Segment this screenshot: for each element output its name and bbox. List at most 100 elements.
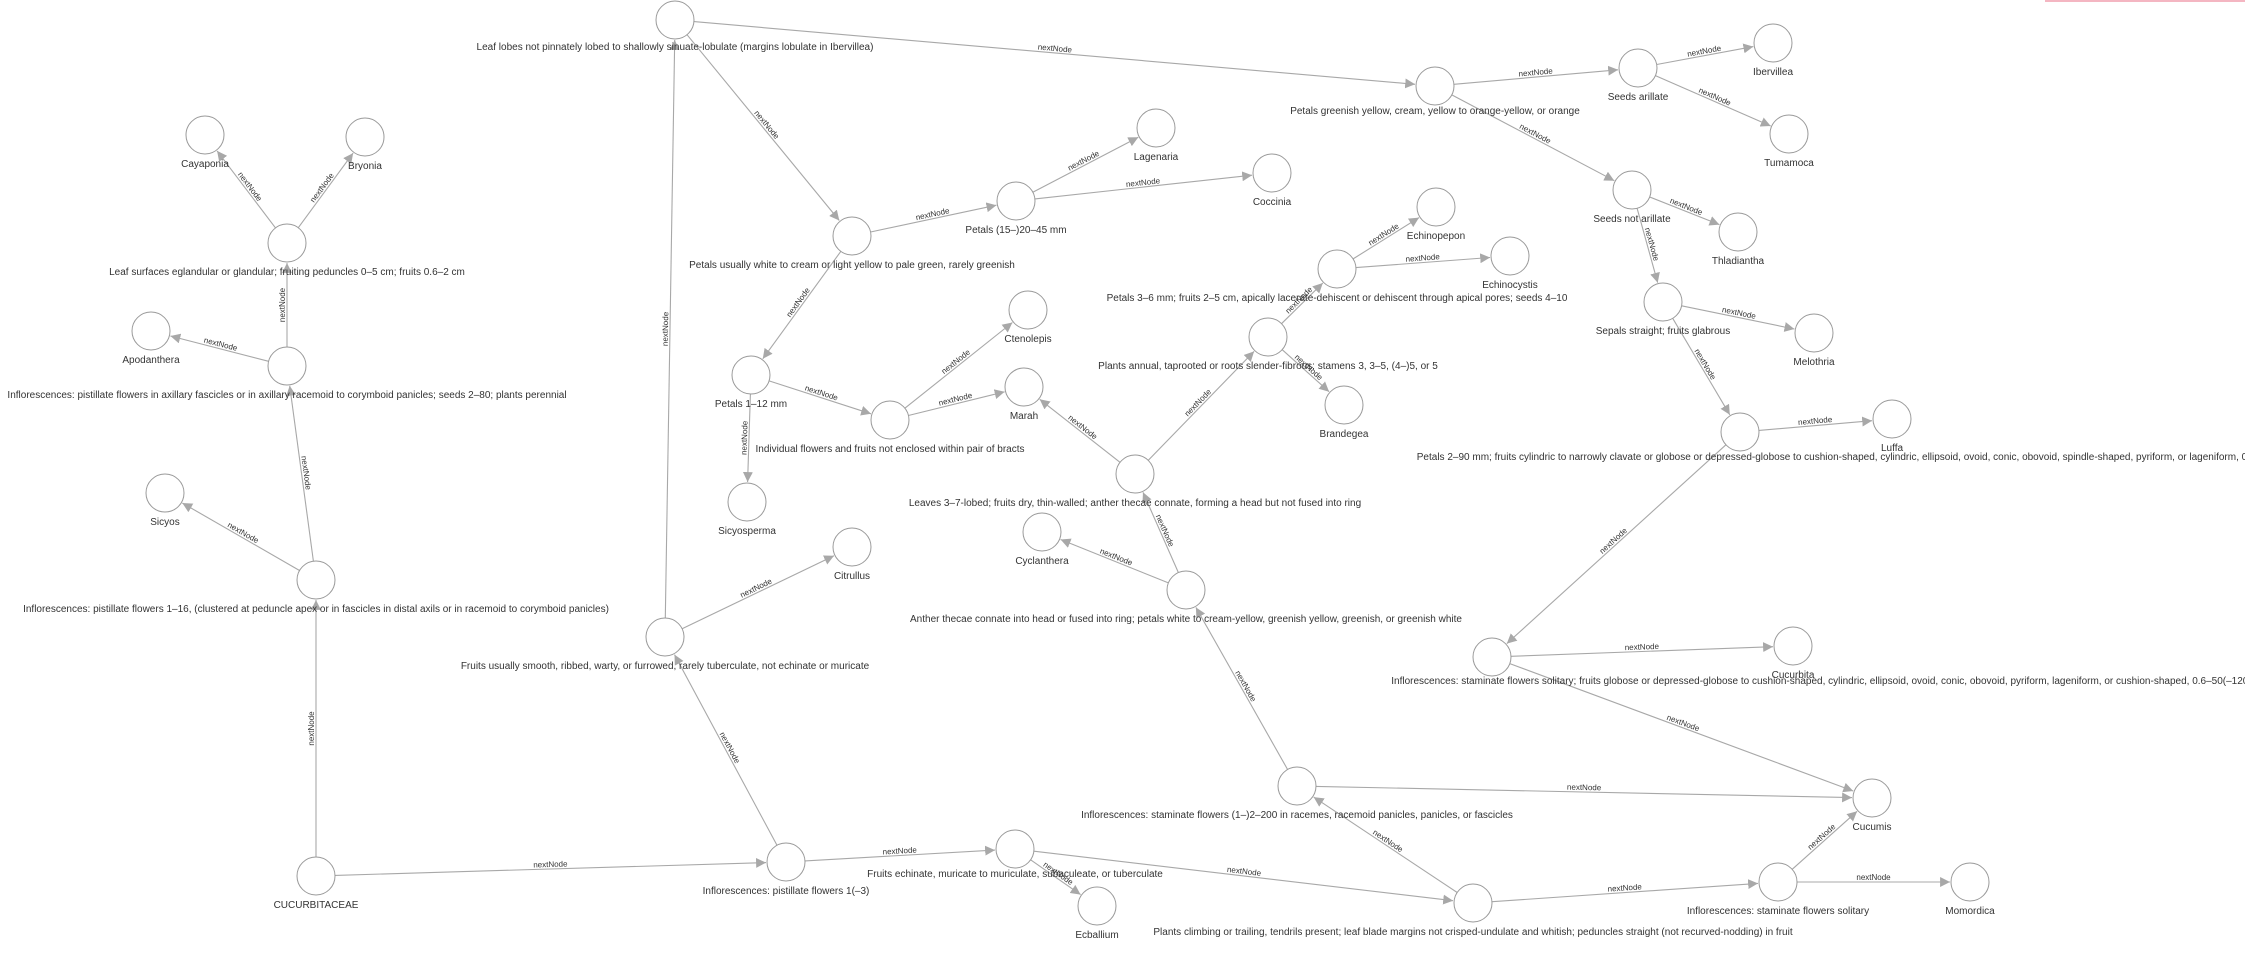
node-circle[interactable] (1773, 626, 1813, 666)
node-pistillate_1_3[interactable]: Inflorescences: pistillate flowers 1(–3) (703, 842, 870, 897)
node-circle[interactable] (832, 527, 872, 567)
node-petals_white[interactable]: Petals usually white to cream or light y… (689, 216, 1015, 271)
node-lagenaria[interactable]: Lagenaria (1134, 108, 1179, 163)
node-circle[interactable] (1769, 114, 1809, 154)
node-luffa[interactable]: Luffa (1872, 399, 1912, 454)
node-circle[interactable] (996, 181, 1036, 221)
edge-label: nextNode (1037, 43, 1072, 55)
node-circle[interactable] (1136, 108, 1176, 148)
node-circle[interactable] (1718, 212, 1758, 252)
node-circle[interactable] (1004, 367, 1044, 407)
node-circle[interactable] (1248, 317, 1288, 357)
node-circle[interactable] (731, 355, 771, 395)
node-thladiantha[interactable]: Thladiantha (1712, 212, 1765, 267)
node-cucurbitaceae[interactable]: CUCURBITACEAE (274, 856, 359, 911)
node-anther_thecae_ring[interactable]: Anther thecae connate into head or fused… (910, 570, 1462, 625)
node-circle[interactable] (1950, 862, 1990, 902)
node-fruits_smooth[interactable]: Fruits usually smooth, ribbed, warty, or… (461, 617, 870, 672)
node-circle[interactable] (832, 216, 872, 256)
node-petals_greenish_yellow[interactable]: Petals greenish yellow, cream, yellow to… (1290, 66, 1580, 117)
edge-pistillate_1_16-to-sicyos (182, 502, 300, 571)
node-circle[interactable] (1852, 778, 1892, 818)
node-circle[interactable] (645, 617, 685, 657)
node-cucurbita[interactable]: Cucurbita (1772, 626, 1815, 681)
node-circle[interactable] (185, 115, 225, 155)
node-apodanthera[interactable]: Apodanthera (122, 311, 180, 366)
node-fruits_echinate[interactable]: Fruits echinate, muricate to muriculate,… (867, 829, 1163, 880)
node-circle[interactable] (1453, 883, 1493, 923)
node-leaf_eglandular[interactable]: Leaf surfaces eglandular or glandular; f… (109, 223, 465, 278)
node-cayaponia[interactable]: Cayaponia (181, 115, 229, 170)
node-circle[interactable] (345, 117, 385, 157)
node-circle[interactable] (1317, 249, 1357, 289)
node-circle[interactable] (131, 311, 171, 351)
node-staminate_solitary_long[interactable]: Inflorescences: staminate flowers solita… (1391, 637, 2245, 687)
node-ctenolepis[interactable]: Ctenolepis (1004, 290, 1052, 345)
node-circle[interactable] (655, 0, 695, 40)
node-circle[interactable] (1022, 512, 1062, 552)
node-pistillate_axillary[interactable]: Inflorescences: pistillate flowers in ax… (7, 346, 567, 401)
node-circle[interactable] (1643, 282, 1683, 322)
node-plants_annual[interactable]: Plants annual, taprooted or roots slende… (1098, 317, 1438, 372)
node-circle[interactable] (1115, 454, 1155, 494)
node-circle[interactable] (1008, 290, 1048, 330)
node-staminate_solitary[interactable]: Inflorescences: staminate flowers solita… (1687, 862, 1869, 917)
node-circle[interactable] (1872, 399, 1912, 439)
node-circle[interactable] (296, 856, 336, 896)
node-sicyosperma[interactable]: Sicyosperma (718, 482, 776, 537)
node-echballium[interactable]: Ecballium (1075, 886, 1119, 941)
node-cyclanthera[interactable]: Cyclanthera (1015, 512, 1069, 567)
node-circle[interactable] (267, 346, 307, 386)
node-circle[interactable] (995, 829, 1035, 869)
node-circle[interactable] (1618, 48, 1658, 88)
node-echinocystis[interactable]: Echinocystis (1482, 236, 1538, 291)
node-circle[interactable] (1277, 766, 1317, 806)
node-staminate_racemes[interactable]: Inflorescences: staminate flowers (1–)2–… (1081, 766, 1513, 821)
node-circle[interactable] (1416, 187, 1456, 227)
node-circle[interactable] (267, 223, 307, 263)
node-circle[interactable] (296, 560, 336, 600)
node-marah[interactable]: Marah (1004, 367, 1044, 422)
node-petals_15_45[interactable]: Petals (15–)20–45 mm (965, 181, 1067, 236)
node-pistillate_1_16[interactable]: Inflorescences: pistillate flowers 1–16,… (23, 560, 609, 615)
node-bryonia[interactable]: Bryonia (345, 117, 385, 172)
node-seeds_not_arillate[interactable]: Seeds not arillate (1593, 170, 1671, 225)
node-circle[interactable] (1794, 313, 1834, 353)
node-brandegea[interactable]: Brandegea (1320, 385, 1369, 440)
node-momordica[interactable]: Momordica (1945, 862, 1995, 917)
node-leaf_lobes[interactable]: Leaf lobes not pinnately lobed to shallo… (477, 0, 874, 53)
node-sepals_straight[interactable]: Sepals straight; fruits glabrous (1596, 282, 1731, 337)
node-circle[interactable] (1252, 153, 1292, 193)
node-circle[interactable] (1324, 385, 1364, 425)
node-petals_3_6[interactable]: Petals 3–6 mm; fruits 2–5 cm, apically l… (1107, 249, 1568, 304)
node-plants_climbing[interactable]: Plants climbing or trailing, tendrils pr… (1153, 883, 1793, 938)
node-coccinia[interactable]: Coccinia (1252, 153, 1292, 208)
node-circle[interactable] (870, 400, 910, 440)
node-cucumis[interactable]: Cucumis (1852, 778, 1892, 833)
node-petals_1_12[interactable]: Petals 1–12 mm (715, 355, 787, 410)
node-circle[interactable] (727, 482, 767, 522)
node-label: Leaves 3–7-lobed; fruits dry, thin-walle… (909, 498, 1361, 509)
node-circle[interactable] (1415, 66, 1455, 106)
node-circle[interactable] (145, 473, 185, 513)
node-tumamoca[interactable]: Tumamoca (1764, 114, 1814, 169)
node-individual_flowers[interactable]: Individual flowers and fruits not enclos… (755, 400, 1025, 455)
node-circle[interactable] (1472, 637, 1512, 677)
node-sicyos[interactable]: Sicyos (145, 473, 185, 528)
node-circle[interactable] (1758, 862, 1798, 902)
node-citrullus[interactable]: Citrullus (832, 527, 872, 582)
node-melothria[interactable]: Melothria (1793, 313, 1835, 368)
node-leaves_3_7[interactable]: Leaves 3–7-lobed; fruits dry, thin-walle… (909, 454, 1361, 509)
node-circle[interactable] (1077, 886, 1117, 926)
node-petals_2_90[interactable]: Petals 2–90 mm; fruits cylindric to narr… (1417, 412, 2245, 463)
node-circle[interactable] (1720, 412, 1760, 452)
node-ibervillea[interactable]: Ibervillea (1753, 23, 1793, 78)
node-circle[interactable] (1166, 570, 1206, 610)
node-circle[interactable] (766, 842, 806, 882)
node-circle[interactable] (1753, 23, 1793, 63)
node-circle[interactable] (1612, 170, 1652, 210)
node-echinopepon[interactable]: Echinopepon (1407, 187, 1465, 242)
node-seeds_arillate[interactable]: Seeds arillate (1608, 48, 1669, 103)
node-circle[interactable] (1490, 236, 1530, 276)
